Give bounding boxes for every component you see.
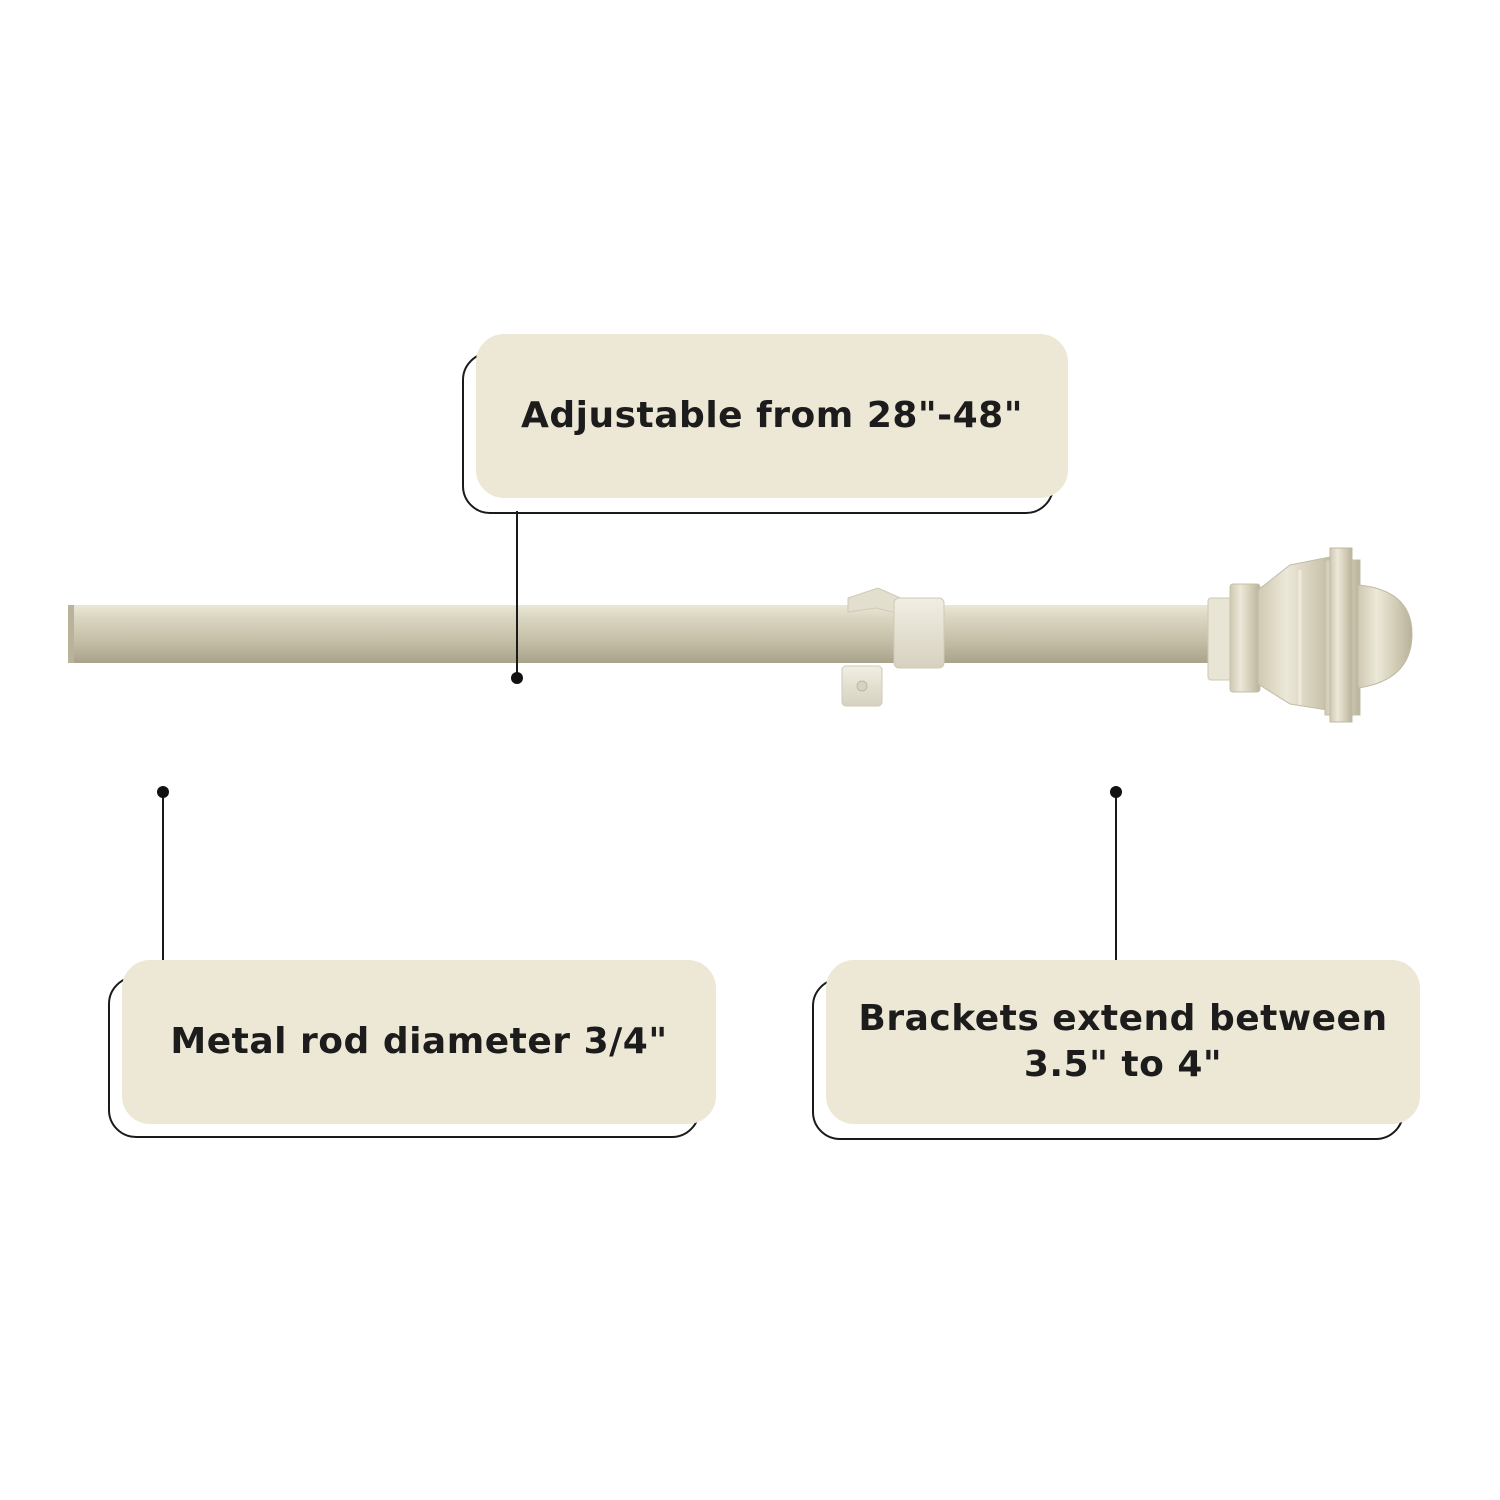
leader-line-adjustable xyxy=(516,511,518,677)
callout-diameter-card: Metal rod diameter 3/4" xyxy=(122,960,716,1124)
callout-diameter-text: Metal rod diameter 3/4" xyxy=(170,1021,668,1062)
leader-line-diameter xyxy=(162,792,164,960)
leader-line-brackets xyxy=(1115,792,1117,960)
callout-adjustable-text: Adjustable from 28"-48" xyxy=(521,395,1023,436)
leader-dot-brackets xyxy=(1110,786,1122,798)
bracket xyxy=(841,587,945,707)
leader-dot-diameter xyxy=(157,786,169,798)
callout-brackets-text: Brackets extend between 3.5" to 4" xyxy=(858,998,1388,1085)
callout-adjustable-card: Adjustable from 28"-48" xyxy=(476,334,1068,498)
callout-brackets-card: Brackets extend between 3.5" to 4" xyxy=(826,960,1420,1124)
leader-dot-adjustable xyxy=(511,672,523,684)
rod xyxy=(68,605,1218,663)
finial xyxy=(1207,547,1413,723)
